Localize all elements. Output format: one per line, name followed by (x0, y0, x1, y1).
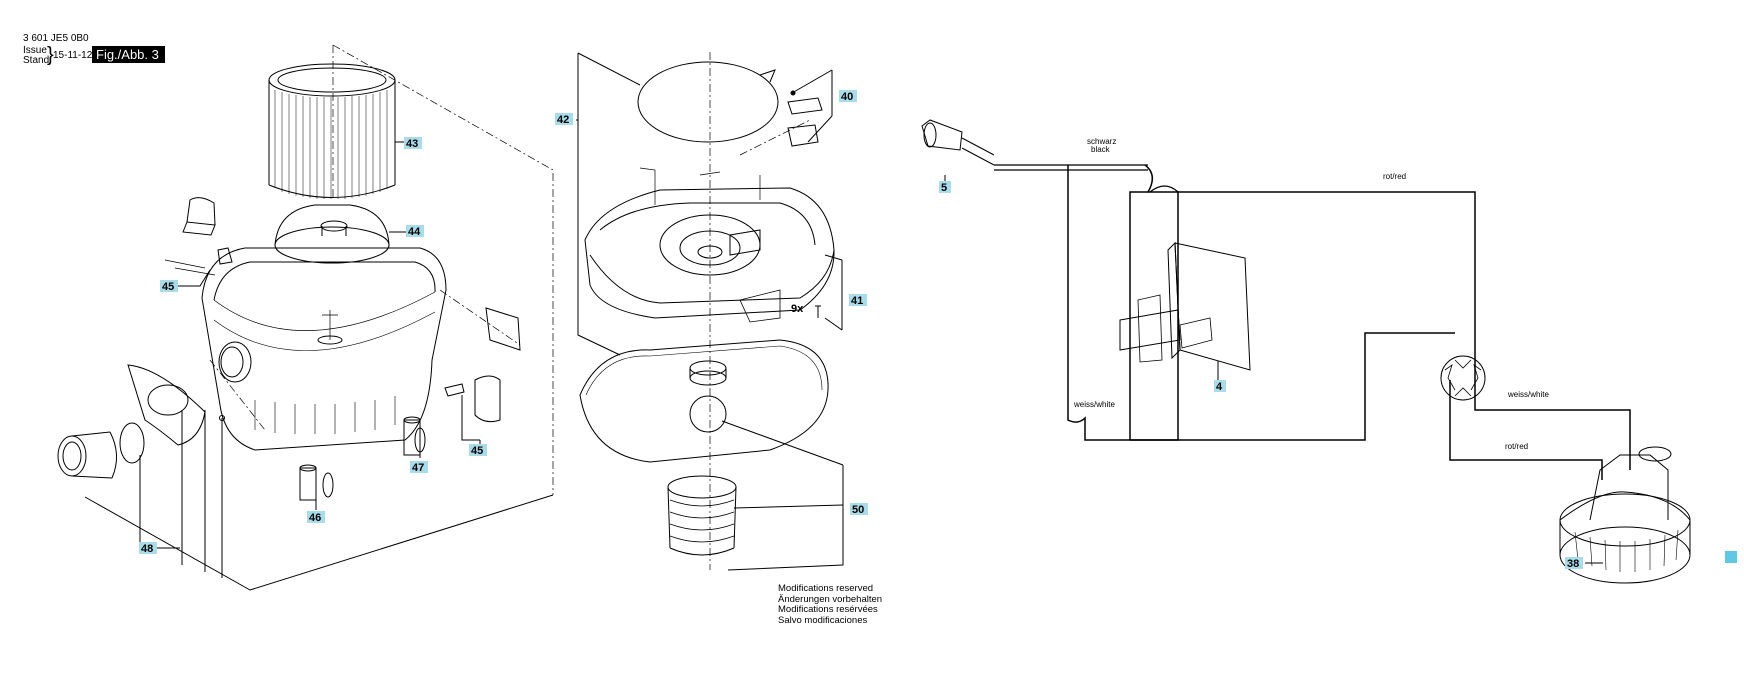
switch (1119, 241, 1251, 371)
part-label-48: 48 (141, 543, 153, 555)
issue-date: 15-11-12 (53, 50, 93, 61)
side-clip (444, 307, 521, 423)
part-label-45: 45 (162, 281, 174, 293)
axis-line (332, 44, 554, 495)
note-line-en: Modifications reserved (778, 583, 874, 594)
leader-line (791, 69, 833, 143)
lower-gasket (579, 339, 829, 463)
axis-line (209, 359, 266, 431)
part-label-45: 45 (471, 445, 483, 457)
part-label-47: 47 (412, 462, 424, 474)
stand-label: Stand (23, 55, 50, 66)
part-label-44: 44 (408, 226, 421, 238)
float-valve (689, 360, 727, 433)
wire-label-red: rot/red (1505, 442, 1528, 451)
hose-socket (57, 364, 225, 479)
leader-line (577, 52, 641, 86)
figure-badge: Fig./Abb. 3 (92, 46, 165, 63)
wire-label-white: weiss/white (1073, 400, 1115, 409)
axis-line (439, 289, 521, 346)
filter-cover (274, 204, 390, 264)
wire-label-schwarz: schwarz (1087, 137, 1116, 146)
accent-square (1725, 551, 1737, 563)
leader-line (733, 504, 844, 509)
retainer-clip (787, 90, 823, 147)
seal-ring (637, 61, 779, 143)
wire-labels: schwarz black rot/red weiss/white weiss/… (1073, 137, 1549, 451)
wiring-diagram (994, 164, 1631, 480)
drawing-code: 3 601 JE5 0B0 (23, 33, 89, 44)
dust-container (201, 247, 447, 451)
axis-line (739, 119, 811, 156)
screw-multiplier: 9x (791, 303, 804, 315)
part-label-42: 42 (557, 114, 569, 126)
wire-label-black: black (1091, 145, 1111, 154)
modifications-note: Modifications reserved Änderungen vorbeh… (778, 583, 883, 626)
brace: } (47, 44, 54, 66)
screw (815, 305, 821, 318)
note-line-es: Salvo modificaciones (778, 614, 868, 626)
vacuum-motor (1559, 446, 1691, 584)
float-basket (667, 475, 737, 556)
leader-line (178, 269, 211, 287)
leader-line (727, 512, 844, 571)
mains-plug (921, 119, 995, 166)
leader-line (461, 395, 480, 441)
castor-wheel (299, 416, 426, 501)
part-label-38: 38 (1567, 558, 1579, 570)
part-label-43: 43 (406, 138, 418, 150)
motor-head (584, 167, 835, 323)
latch-clip (164, 197, 233, 276)
note-line-fr: Modifications resérvées (778, 604, 878, 615)
part-label-41: 41 (851, 295, 863, 307)
part-label-40: 40 (841, 91, 853, 103)
wire-label-white: weiss/white (1507, 390, 1549, 399)
issue-label: Issue (23, 45, 47, 56)
part-label-46: 46 (309, 512, 321, 524)
part-labels: 43 44 45 45 46 47 48 42 40 41 50 5 4 38 … (139, 90, 1737, 570)
leader-line (824, 254, 843, 331)
part-label-50: 50 (852, 504, 864, 516)
part-label-5: 5 (941, 182, 947, 194)
leader-line (721, 420, 844, 466)
part-label-4: 4 (1216, 381, 1223, 393)
note-line-de: Änderungen vorbehalten (778, 593, 883, 605)
leader-line (577, 53, 621, 356)
filter-cartridge (268, 63, 396, 199)
suppressor (1440, 355, 1486, 401)
wire-label-red: rot/red (1383, 172, 1406, 181)
